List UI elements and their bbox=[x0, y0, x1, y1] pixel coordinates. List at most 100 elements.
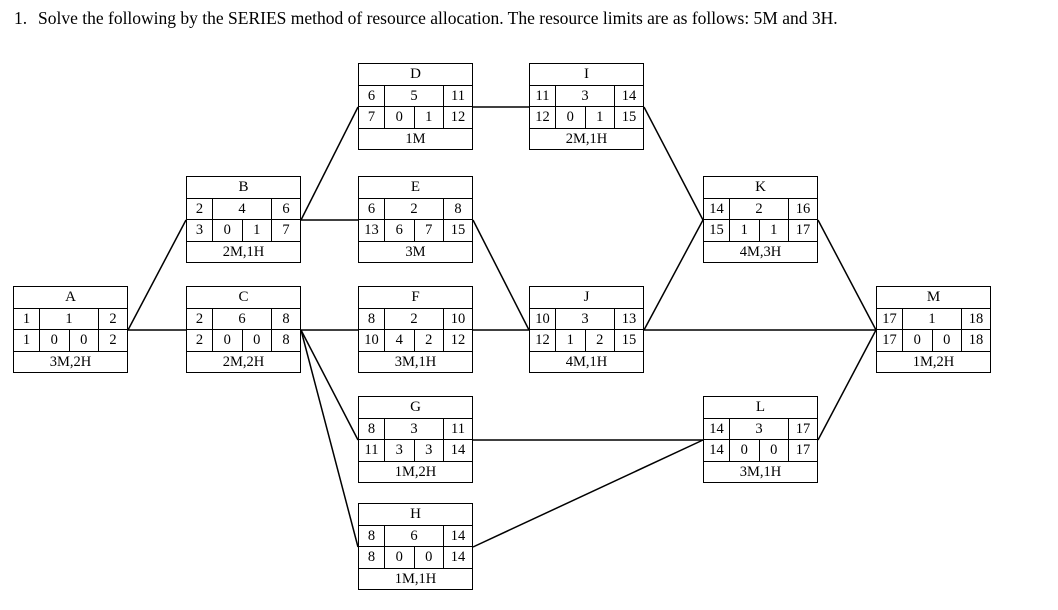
node-title: A bbox=[65, 288, 76, 305]
node-resources: 1M,1H bbox=[394, 570, 437, 587]
node-title-row: G bbox=[359, 397, 472, 419]
question-text: Solve the following by the SERIES method… bbox=[38, 8, 838, 28]
node-early-start: 8 bbox=[359, 308, 385, 329]
node-free-float: 1 bbox=[243, 220, 272, 241]
node-early-finish: 6 bbox=[282, 200, 290, 217]
edge-k-to-m bbox=[817, 219, 877, 331]
node-free-float: 0 bbox=[760, 440, 789, 461]
node-title-row: F bbox=[359, 287, 472, 309]
node-late-finish: 18 bbox=[968, 332, 984, 348]
node-title-row: C bbox=[187, 287, 300, 309]
node-resources: 1M,2H bbox=[912, 353, 955, 370]
node-early-finish: 18 bbox=[968, 310, 984, 327]
node-early-finish: 14 bbox=[621, 87, 637, 104]
edge-b-to-d bbox=[300, 106, 359, 221]
node-late-start: 8 bbox=[359, 547, 385, 568]
node-title: J bbox=[583, 288, 590, 305]
node-duration: 5 bbox=[385, 85, 444, 106]
node-total-float: 0 bbox=[40, 330, 70, 351]
node-total-float: 6 bbox=[385, 220, 415, 241]
node-title: C bbox=[238, 288, 249, 305]
node-resource-row: 1M bbox=[359, 129, 472, 150]
node-early-finish: 2 bbox=[109, 310, 117, 327]
node-late-finish: 2 bbox=[109, 332, 117, 348]
node-early-start: 17 bbox=[877, 308, 903, 329]
node-total-float: 3 bbox=[385, 440, 415, 461]
node-duration: 2 bbox=[385, 198, 444, 219]
node-late-start: 2 bbox=[187, 330, 213, 351]
node-resources: 2M,2H bbox=[222, 353, 265, 370]
node-early-finish: 10 bbox=[450, 310, 466, 327]
node-early-start: 8 bbox=[359, 418, 385, 439]
node-title-row: L bbox=[704, 397, 817, 419]
node-early-finish: 11 bbox=[451, 420, 465, 437]
node-late-start: 13 bbox=[359, 220, 385, 241]
node-resource-row: 1M,2H bbox=[359, 462, 472, 483]
question-number: 1. bbox=[14, 8, 28, 28]
node-late-finish: 17 bbox=[795, 442, 811, 458]
node-free-float: 0 bbox=[70, 330, 99, 351]
edge-c-to-g bbox=[300, 329, 359, 441]
node-early-finish: 16 bbox=[795, 200, 811, 217]
node-free-float: 3 bbox=[415, 440, 444, 461]
node-late-finish: 14 bbox=[450, 442, 466, 458]
node-title-row: B bbox=[187, 177, 300, 199]
node-duration: 1 bbox=[903, 308, 962, 329]
node-duration: 2 bbox=[730, 198, 789, 219]
node-late-finish: 12 bbox=[450, 332, 466, 348]
node-title: K bbox=[755, 178, 766, 195]
node-early-start: 1 bbox=[14, 308, 40, 329]
node-duration: 3 bbox=[730, 418, 789, 439]
node-title-row: H bbox=[359, 504, 472, 526]
node-title-row: A bbox=[14, 287, 127, 309]
node-resources: 1M,2H bbox=[394, 463, 437, 480]
edge-c-to-h bbox=[300, 329, 359, 548]
node-late-finish: 12 bbox=[450, 109, 466, 125]
node-early-finish: 11 bbox=[451, 87, 465, 104]
node-resources: 4M,1H bbox=[565, 353, 608, 370]
node-resources: 3M bbox=[405, 243, 426, 260]
node-title: E bbox=[410, 178, 421, 195]
node-total-float: 0 bbox=[213, 330, 243, 351]
node-duration: 1 bbox=[40, 308, 99, 329]
node-duration: 2 bbox=[385, 308, 444, 329]
node-free-float: 7 bbox=[415, 220, 444, 241]
node-resource-row: 3M,2H bbox=[14, 352, 127, 373]
node-title-row: M bbox=[877, 287, 990, 309]
node-late-start: 10 bbox=[359, 330, 385, 351]
node-total-float: 0 bbox=[385, 107, 415, 128]
node-duration: 6 bbox=[213, 308, 272, 329]
node-late-start: 3 bbox=[187, 220, 213, 241]
node-resources: 3M,1H bbox=[739, 463, 782, 480]
edge-a-to-b bbox=[127, 219, 187, 331]
node-title: L bbox=[755, 398, 766, 415]
node-resource-row: 2M,1H bbox=[530, 129, 643, 150]
node-title: D bbox=[410, 65, 421, 82]
node-late-finish: 8 bbox=[282, 332, 290, 348]
